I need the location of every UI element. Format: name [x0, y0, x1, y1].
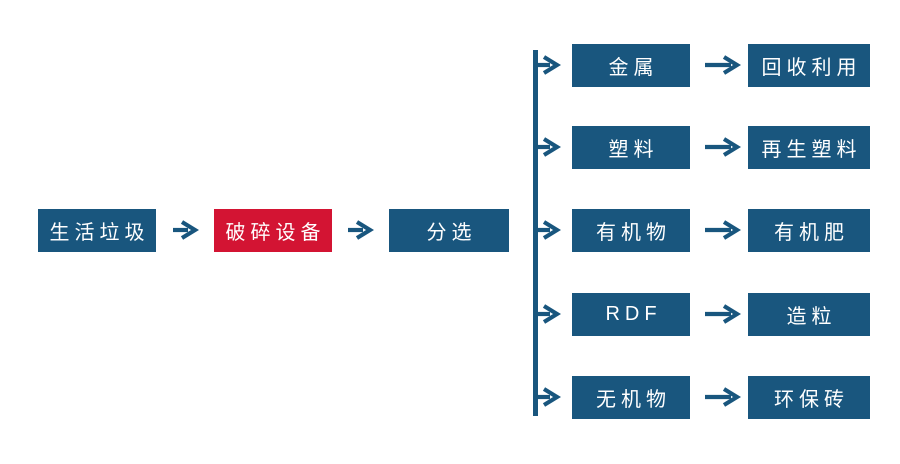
- node-plastic: 塑料: [572, 126, 690, 169]
- branch-arrow-icon: [535, 220, 561, 240]
- right-arrow-icon: [705, 304, 742, 324]
- branch-arrow-icon: [535, 55, 561, 75]
- node-eco-brick: 环保砖: [748, 376, 870, 419]
- right-arrow-icon: [705, 55, 742, 75]
- branch-arrow-icon: [535, 304, 561, 324]
- node-rdf: RDF: [572, 293, 690, 336]
- branch-arrow-icon: [535, 387, 561, 407]
- node-household-waste: 生活垃圾: [38, 209, 156, 252]
- node-granulation: 造粒: [748, 293, 870, 336]
- node-recycling: 回收利用: [748, 44, 870, 87]
- right-arrow-icon: [705, 220, 742, 240]
- node-organic-fertilizer: 有机肥: [748, 209, 870, 252]
- right-arrow-icon: [173, 220, 199, 240]
- branch-arrow-icon: [535, 137, 561, 157]
- node-sorting: 分选: [389, 209, 509, 252]
- right-arrow-icon: [705, 387, 742, 407]
- node-inorganic: 无机物: [572, 376, 690, 419]
- right-arrow-icon: [705, 137, 742, 157]
- right-arrow-icon: [348, 220, 374, 240]
- node-crushing-equipment: 破碎设备: [214, 209, 332, 252]
- node-organic: 有机物: [572, 209, 690, 252]
- branch-spine-line: [533, 50, 538, 416]
- node-metal: 金属: [572, 44, 690, 87]
- node-recycled-plastic: 再生塑料: [748, 126, 870, 169]
